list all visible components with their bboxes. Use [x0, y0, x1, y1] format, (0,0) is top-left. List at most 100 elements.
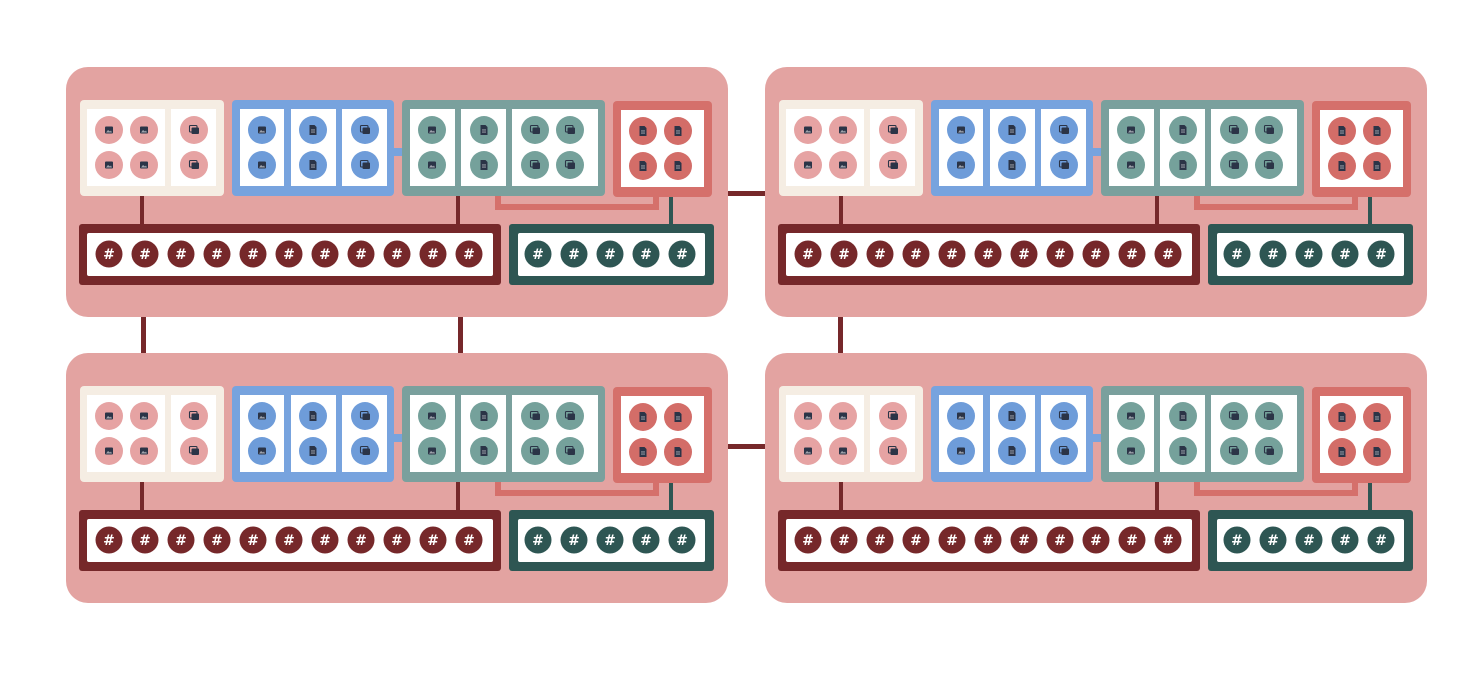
gallery-icon — [564, 124, 575, 134]
document-icon — [1338, 412, 1346, 422]
hash-label: # — [676, 533, 688, 549]
hash-label: # — [982, 533, 994, 549]
hash-node — [455, 526, 483, 554]
bar-maroon: ########### — [79, 224, 501, 285]
hash-node — [1367, 240, 1395, 268]
document-icon — [1008, 160, 1016, 170]
hash-label: # — [427, 533, 439, 549]
hash-label: # — [319, 247, 331, 263]
hash-node — [524, 526, 552, 554]
hash-node — [794, 526, 822, 554]
hash-label: # — [1054, 533, 1066, 549]
hash-label: # — [1375, 533, 1387, 549]
hash-node — [830, 240, 858, 268]
gallery-icon — [359, 445, 370, 455]
image-icon — [105, 447, 113, 455]
panel-connector — [141, 314, 146, 356]
connector-line — [495, 195, 659, 210]
hash-label: # — [427, 247, 439, 263]
connector-line — [394, 148, 404, 156]
hash-node — [1010, 240, 1038, 268]
hash-node — [311, 526, 339, 554]
connector-line — [839, 195, 843, 225]
image-icon — [258, 126, 266, 134]
document-icon — [1179, 446, 1187, 456]
image-icon — [1127, 412, 1135, 420]
group-teal — [1101, 100, 1304, 196]
gallery-icon — [1058, 410, 1069, 420]
hash-node — [1082, 240, 1110, 268]
gallery-icon — [1263, 159, 1274, 169]
hash-label: # — [802, 247, 814, 263]
image-icon — [105, 126, 113, 134]
group-red — [1312, 387, 1411, 483]
image-icon — [804, 447, 812, 455]
bar-dark-teal: ##### — [509, 224, 714, 285]
hash-label: # — [676, 247, 688, 263]
hash-node — [1046, 526, 1074, 554]
hash-label: # — [946, 247, 958, 263]
image-icon — [804, 126, 812, 134]
gallery-icon — [529, 410, 540, 420]
gallery-icon — [359, 159, 370, 169]
hash-node — [668, 240, 696, 268]
gallery-icon — [887, 410, 898, 420]
gallery-icon — [529, 445, 540, 455]
hash-node — [419, 526, 447, 554]
hash-node — [455, 240, 483, 268]
image-icon — [957, 412, 965, 420]
image-icon — [105, 161, 113, 169]
hash-node — [239, 526, 267, 554]
document-icon — [1008, 411, 1016, 421]
hash-node — [596, 240, 624, 268]
panel-connector — [458, 314, 463, 356]
hash-label: # — [175, 247, 187, 263]
hash-node — [203, 526, 231, 554]
hash-label: # — [355, 247, 367, 263]
hash-node — [902, 526, 930, 554]
hash-label: # — [1339, 533, 1351, 549]
hash-label: # — [874, 247, 886, 263]
gallery-icon — [188, 445, 199, 455]
gallery-icon — [887, 124, 898, 134]
hash-label: # — [139, 247, 151, 263]
document-icon — [1373, 126, 1381, 136]
hash-node — [866, 526, 894, 554]
hash-node — [1259, 240, 1287, 268]
hash-node — [1082, 526, 1110, 554]
document-icon — [674, 126, 682, 136]
panel-top-right: ################ — [765, 67, 1427, 317]
group-cream — [80, 386, 224, 482]
hash-label: # — [1162, 247, 1174, 263]
gallery-icon — [188, 124, 199, 134]
group-blue — [232, 100, 394, 196]
hash-label: # — [946, 533, 958, 549]
hash-node — [560, 240, 588, 268]
hash-label: # — [1162, 533, 1174, 549]
image-icon — [428, 412, 436, 420]
hash-label: # — [1126, 247, 1138, 263]
hash-node — [938, 240, 966, 268]
hash-label: # — [1303, 533, 1315, 549]
document-icon — [309, 160, 317, 170]
panel-connector — [838, 314, 843, 356]
hash-label: # — [1126, 533, 1138, 549]
connector-line — [1093, 148, 1103, 156]
hash-label: # — [1090, 533, 1102, 549]
hash-label: # — [802, 533, 814, 549]
gallery-icon — [1228, 410, 1239, 420]
hash-node — [866, 240, 894, 268]
image-icon — [428, 126, 436, 134]
hash-node — [668, 526, 696, 554]
hash-node — [1295, 526, 1323, 554]
hash-label: # — [247, 533, 259, 549]
connector-line — [140, 195, 144, 225]
connector-line — [1194, 481, 1358, 496]
gallery-icon — [1058, 124, 1069, 134]
bar-dark-teal: ##### — [1208, 510, 1413, 571]
hash-node — [902, 240, 930, 268]
document-icon — [639, 126, 647, 136]
document-icon — [309, 411, 317, 421]
hash-node — [383, 240, 411, 268]
hash-node — [830, 526, 858, 554]
